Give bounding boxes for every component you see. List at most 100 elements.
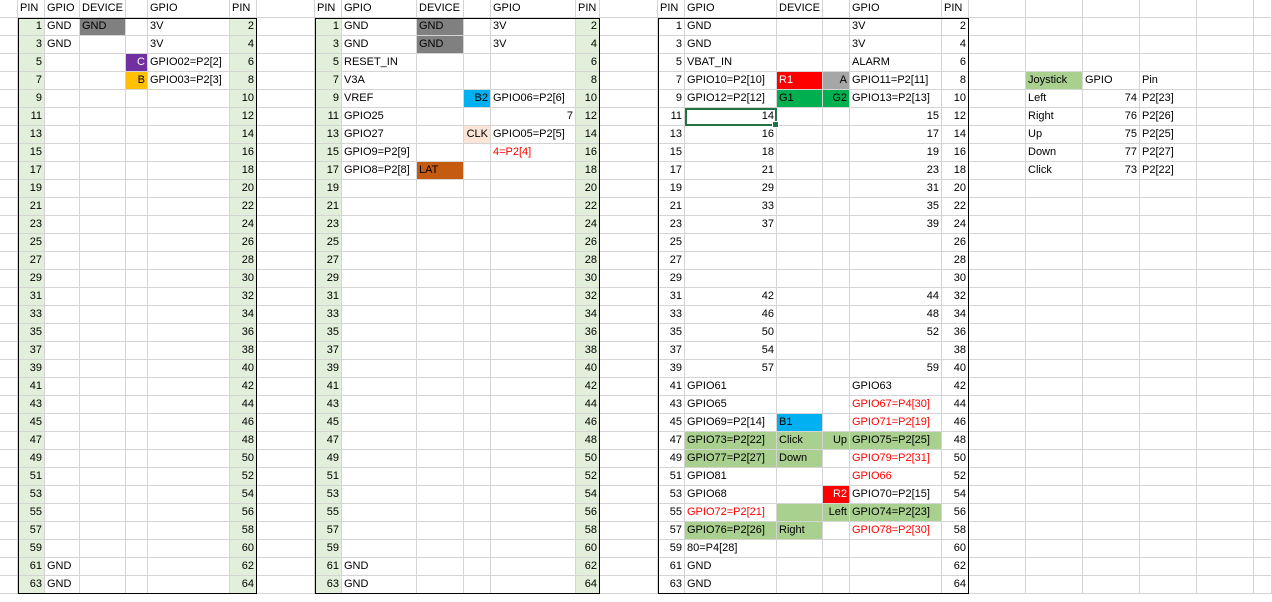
cell[interactable] (969, 504, 1026, 522)
cell[interactable] (777, 108, 823, 126)
gpio-cell[interactable]: GND (685, 36, 777, 54)
pin-number[interactable]: 2 (942, 18, 969, 36)
cell[interactable] (491, 558, 576, 576)
pin-number[interactable]: 57 (18, 522, 45, 540)
header-gpio[interactable]: GPIO (685, 0, 777, 18)
cell[interactable] (823, 108, 850, 126)
cell[interactable] (45, 504, 80, 522)
cell[interactable] (1254, 378, 1272, 396)
cell[interactable] (417, 126, 464, 144)
cell[interactable] (45, 288, 80, 306)
cell[interactable] (1197, 576, 1254, 594)
cell[interactable] (969, 162, 1026, 180)
gpio-cell[interactable]: 39 (850, 216, 942, 234)
header-gpio[interactable]: GPIO (45, 0, 80, 18)
cell[interactable] (1254, 162, 1272, 180)
pin-number[interactable]: 16 (576, 144, 600, 162)
cell[interactable] (1254, 198, 1272, 216)
cell[interactable] (126, 252, 148, 270)
cell[interactable] (417, 504, 464, 522)
cell[interactable] (969, 396, 1026, 414)
pin-number[interactable]: 1 (18, 18, 45, 36)
cell[interactable] (823, 216, 850, 234)
pin-number[interactable]: 35 (658, 324, 685, 342)
pin-number[interactable]: 60 (230, 540, 257, 558)
cell[interactable] (491, 288, 576, 306)
pin-number[interactable]: 64 (576, 576, 600, 594)
pin-number[interactable]: 48 (576, 432, 600, 450)
cell[interactable] (417, 396, 464, 414)
cell[interactable] (257, 378, 315, 396)
pin-number[interactable]: 47 (18, 432, 45, 450)
cell[interactable] (600, 54, 658, 72)
cell[interactable] (1197, 450, 1254, 468)
cell[interactable] (0, 180, 18, 198)
cell[interactable] (969, 378, 1026, 396)
pin-number[interactable]: 61 (315, 558, 342, 576)
cell[interactable] (45, 486, 80, 504)
cell[interactable] (491, 234, 576, 252)
header-pin[interactable]: PIN (315, 0, 342, 18)
cell[interactable] (417, 450, 464, 468)
cell[interactable] (969, 144, 1026, 162)
cell[interactable] (417, 108, 464, 126)
cell[interactable] (257, 108, 315, 126)
cell[interactable] (80, 324, 126, 342)
pin-number[interactable]: 57 (315, 522, 342, 540)
cell[interactable] (1197, 198, 1254, 216)
cell[interactable] (417, 90, 464, 108)
cell[interactable] (257, 180, 315, 198)
cell[interactable] (1140, 396, 1197, 414)
cell[interactable] (0, 90, 18, 108)
cell[interactable] (1254, 234, 1272, 252)
cell[interactable] (342, 522, 417, 540)
cell[interactable] (342, 198, 417, 216)
pin-number[interactable]: 37 (315, 342, 342, 360)
cell[interactable] (1083, 504, 1140, 522)
cell[interactable] (1026, 540, 1083, 558)
joystick-header[interactable]: Joystick (1026, 72, 1083, 90)
cell[interactable] (1026, 216, 1083, 234)
cell[interactable] (464, 468, 491, 486)
cell[interactable] (464, 54, 491, 72)
cell[interactable] (257, 450, 315, 468)
cell[interactable] (823, 252, 850, 270)
cell[interactable] (45, 450, 80, 468)
cell[interactable] (1197, 90, 1254, 108)
cell[interactable] (257, 36, 315, 54)
cell[interactable] (342, 432, 417, 450)
cell[interactable] (969, 342, 1026, 360)
cell[interactable] (342, 270, 417, 288)
cell[interactable] (1026, 234, 1083, 252)
pin-number[interactable]: 40 (576, 360, 600, 378)
cell[interactable] (80, 126, 126, 144)
corner-cell[interactable] (0, 0, 18, 18)
pin-number[interactable]: 47 (658, 432, 685, 450)
cell[interactable] (0, 558, 18, 576)
gpio-cell[interactable]: 31 (850, 180, 942, 198)
cell[interactable] (342, 216, 417, 234)
pin-number[interactable]: 7 (315, 72, 342, 90)
pin-number[interactable]: 4 (576, 36, 600, 54)
device-cell[interactable]: LAT (417, 162, 464, 180)
cell[interactable] (0, 306, 18, 324)
cell[interactable] (1083, 270, 1140, 288)
cell[interactable] (148, 432, 230, 450)
cell[interactable] (777, 486, 823, 504)
header-pin[interactable]: PIN (18, 0, 45, 18)
cell[interactable] (257, 576, 315, 594)
cell[interactable] (1026, 0, 1083, 18)
cell[interactable] (777, 18, 823, 36)
cell[interactable] (850, 234, 942, 252)
cell[interactable] (417, 270, 464, 288)
cell[interactable] (1254, 576, 1272, 594)
pin-number[interactable]: 22 (942, 198, 969, 216)
pin-number[interactable]: 50 (942, 450, 969, 468)
cell[interactable] (0, 522, 18, 540)
pin-number[interactable]: 5 (18, 54, 45, 72)
cell[interactable] (777, 360, 823, 378)
cell[interactable] (823, 324, 850, 342)
cell[interactable] (0, 72, 18, 90)
cell[interactable] (1026, 342, 1083, 360)
cell[interactable] (148, 144, 230, 162)
